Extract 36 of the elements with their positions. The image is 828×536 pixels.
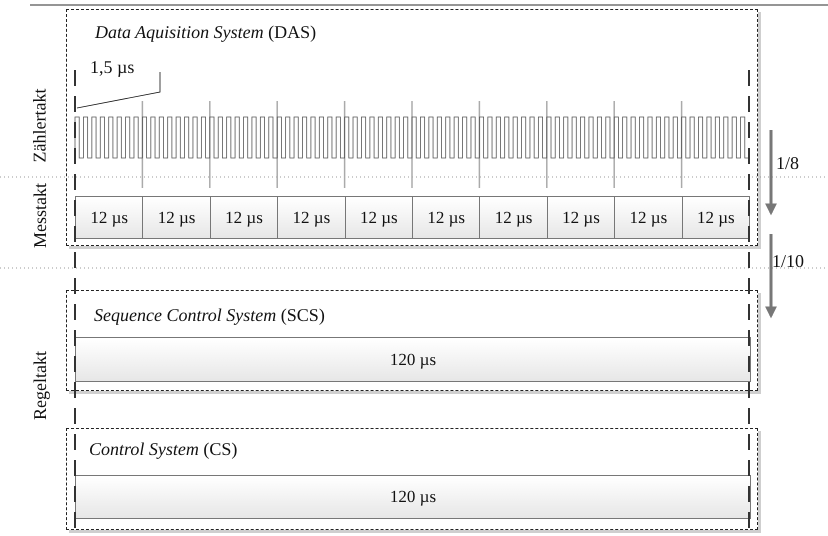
period-label: 1,5 µs — [90, 57, 134, 78]
duration-label: 12 µs — [696, 208, 735, 228]
row-label: Messtakt — [30, 182, 50, 248]
time-slot-box — [277, 196, 346, 239]
duration-label: 12 µs — [494, 208, 532, 228]
system-frame — [66, 428, 758, 530]
time-slot-box — [210, 196, 278, 239]
system-frame — [66, 9, 758, 246]
duration-label: 12 µs — [562, 208, 600, 228]
time-slot-box — [75, 475, 751, 519]
duration-label: 120 µs — [390, 487, 436, 507]
time-slot-box — [75, 337, 751, 382]
duration-label: 12 µs — [360, 208, 398, 228]
time-slot-box — [546, 196, 616, 239]
system-title: Data Aquisition System (DAS) — [95, 22, 316, 43]
time-slot-box — [614, 196, 683, 239]
ratio-label: 1/10 — [772, 251, 804, 272]
duration-label: 12 µs — [225, 208, 263, 228]
duration-label: 12 µs — [158, 208, 196, 228]
time-slot-box — [142, 196, 211, 239]
time-slot-box — [412, 196, 480, 239]
duration-label: 120 µs — [390, 350, 436, 370]
ratio-label: 1/8 — [776, 153, 800, 174]
system-title: Control System (CS) — [89, 439, 238, 460]
duration-label: 12 µs — [630, 208, 668, 228]
duration-label: 12 µs — [292, 208, 330, 228]
time-slot-box — [479, 196, 548, 239]
time-slot-box — [682, 196, 750, 239]
time-slot-box — [344, 196, 413, 239]
duration-label: 12 µs — [427, 208, 466, 228]
system-title: Sequence Control System (SCS) — [94, 305, 325, 326]
row-label: Regeltakt — [30, 350, 50, 420]
system-frame — [66, 290, 758, 391]
row-label: Zählertakt — [29, 88, 50, 162]
time-slot-box — [75, 196, 144, 239]
duration-label: 12 µs — [90, 208, 128, 228]
